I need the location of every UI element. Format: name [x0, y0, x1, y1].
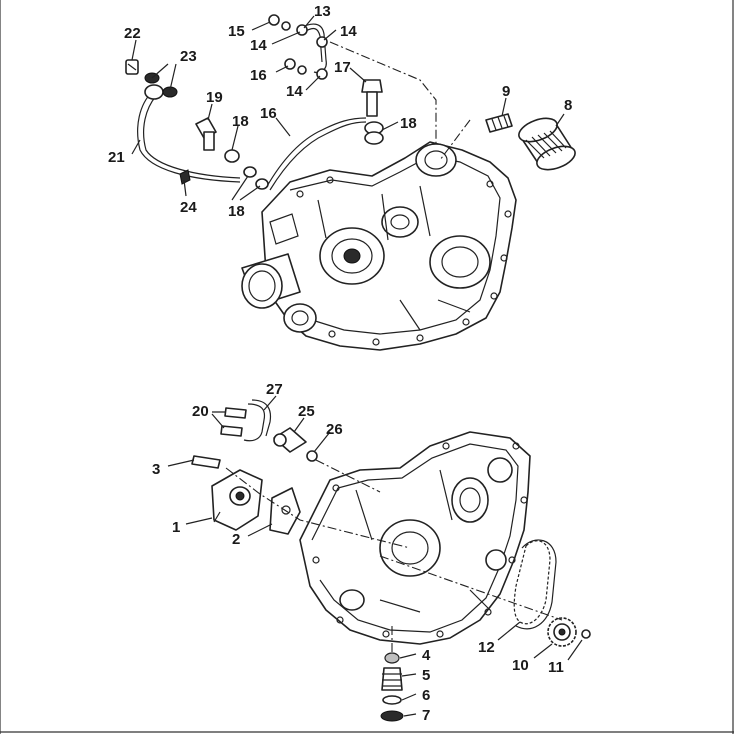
callout-16a: 16 [260, 105, 277, 122]
assembly-line-upper [329, 41, 437, 146]
callout-24: 24 [180, 199, 197, 216]
assembly-line-sprocket [379, 555, 563, 621]
callout-27: 27 [266, 381, 283, 398]
callout-25: 25 [298, 403, 315, 420]
bolts-20 [220, 407, 247, 437]
callout-6: 6 [422, 687, 430, 704]
oil-pipe-21 [137, 84, 241, 183]
banjo-bolt-22 [125, 59, 139, 75]
callout-11: 11 [548, 659, 564, 676]
callout-7: 7 [422, 707, 430, 724]
callout-18b: 18 [228, 203, 245, 220]
banjo-bolt-19 [195, 117, 217, 151]
washers-18 [224, 121, 384, 190]
callout-17: 17 [334, 59, 351, 76]
bolt-24 [179, 169, 191, 185]
callout-2: 2 [232, 531, 240, 548]
pump-bolt [191, 455, 221, 469]
washers-14-15-16 [268, 14, 328, 80]
upper-crankcase-assembly [241, 141, 517, 351]
oil-pipe-16 [265, 117, 367, 191]
oil-pump [211, 469, 263, 531]
callout-5: 5 [422, 667, 430, 684]
assembly-line-pump [225, 467, 411, 549]
callout-8: 8 [564, 97, 572, 114]
callout-10: 10 [512, 657, 529, 674]
callout-26: 26 [326, 421, 343, 438]
drive-chain [513, 539, 557, 630]
callout-16b: 16 [250, 67, 267, 84]
callout-1: 1 [172, 519, 180, 536]
callout-23: 23 [180, 48, 197, 65]
callout-21: 21 [108, 149, 125, 166]
filter-stud [485, 113, 513, 133]
assembly-line-filter [439, 119, 471, 161]
relief-valve [273, 427, 307, 453]
callout-labels: 22 23 21 24 19 18 18 16 15 14 13 14 16 1… [108, 3, 572, 724]
washer-26 [306, 450, 318, 462]
callout-14c: 14 [286, 83, 303, 100]
callout-14a: 14 [250, 37, 267, 54]
callout-12: 12 [478, 639, 495, 656]
assembly-line-valve [315, 459, 381, 493]
callout-4: 4 [422, 647, 431, 664]
sprocket [547, 617, 577, 647]
callout-9: 9 [502, 83, 510, 100]
callout-15: 15 [228, 23, 245, 40]
lower-crankcase-assembly [299, 431, 531, 645]
callout-22: 22 [124, 25, 141, 42]
oil-filter [518, 117, 576, 171]
callout-14b: 14 [340, 23, 357, 40]
strainer-stack [380, 652, 404, 722]
callout-19: 19 [206, 89, 223, 106]
callout-20: 20 [192, 403, 209, 420]
callout-13: 13 [314, 3, 331, 20]
callout-18a: 18 [232, 113, 249, 130]
callout-18c: 18 [400, 115, 417, 132]
oil-pipe-27 [243, 399, 272, 442]
bolt-17 [361, 79, 383, 117]
oil-pump-gasket [269, 487, 301, 535]
callout-3: 3 [152, 461, 160, 478]
leader-lines [131, 15, 583, 717]
nut-11 [581, 629, 591, 639]
